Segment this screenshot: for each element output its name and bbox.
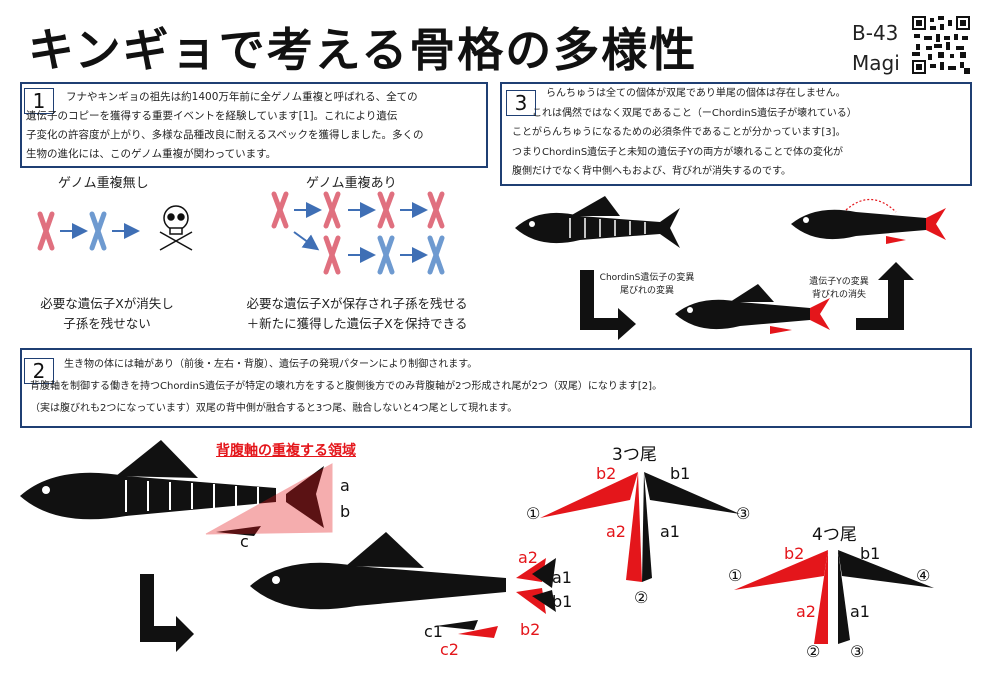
poster-title: キンギョで考える骨格の多様性 (28, 23, 698, 77)
three-a1: a1 (660, 522, 680, 541)
label-c1: c1 (424, 622, 443, 641)
three-a2: a2 (606, 522, 626, 541)
dup-title: ゲノム重複あり (306, 176, 397, 191)
three-n3: ③ (736, 504, 751, 523)
three-b1: b1 (670, 464, 691, 483)
section-2-text: 生き物の体には軸があり（前後・左右・背腹）、遺伝子の発現パターンにより制御されま… (30, 359, 663, 414)
three-n2: ② (634, 588, 649, 607)
section-3-box (500, 82, 972, 186)
four-n3: ③ (850, 642, 865, 661)
label-b1-left: b1 (552, 592, 573, 611)
poster-code-block: B-43 Magi (852, 18, 900, 78)
section-2-number: 2 (24, 358, 54, 384)
poster-code: B-43 (852, 21, 899, 45)
section-1-box (20, 82, 488, 168)
three-tail-figure (540, 472, 740, 582)
no-dup-title: ゲノム重複無し (58, 176, 149, 191)
four-n4: ④ (916, 566, 931, 585)
section-1-text: フナやキンギョの祖先は約1400万年前に全ゲノム重複と呼ばれる、全ての 遺伝子の… (26, 91, 424, 160)
dup-caption: 必要な遺伝子Xが保存され子孫を残せる ＋新たに獲得した遺伝子Xを保持できる (246, 296, 468, 331)
label-a: a (340, 476, 350, 495)
fish-twin-tail (250, 532, 556, 638)
four-tail-figure (734, 550, 934, 644)
qr-code-icon[interactable] (912, 16, 970, 74)
genome-diagram (37, 191, 445, 275)
section-3-text: らんちゅうは全ての個体が双尾であり単尾の個体は存在しません。 これは偶然ではなく… (512, 88, 857, 177)
overlap-label: 背腹軸の重複する領域 (216, 443, 356, 459)
section-1-number: 1 (24, 88, 54, 114)
no-dup-chromosomes (37, 211, 107, 251)
twin-tail-diagram (20, 440, 556, 652)
no-dup-caption: 必要な遺伝子Xが消失し 子孫を残せない (40, 296, 174, 331)
four-b1: b1 (860, 544, 881, 563)
label-b2-left: b2 (520, 620, 541, 639)
four-b2: b2 (784, 544, 805, 563)
three-b2: b2 (596, 464, 617, 483)
bent-arrow-left (580, 270, 636, 340)
four-a1: a1 (850, 602, 870, 621)
fish-middle (675, 284, 830, 334)
overlap-region (205, 463, 333, 535)
label-c: c (240, 532, 249, 551)
section-3-number: 3 (506, 90, 536, 116)
fish-top-right (791, 198, 946, 244)
mut1-caption: ChordinS遺伝子の変異 尾びれの変異 (599, 273, 695, 296)
skull-icon (159, 205, 193, 251)
mut2-caption: 遺伝子Yの変異 背びれの消失 (809, 277, 869, 300)
four-tail-title: 4つ尾 (812, 525, 857, 545)
label-b: b (340, 502, 351, 521)
ranchu-diagram (515, 196, 946, 340)
dup-chromosomes (271, 191, 445, 275)
label-c2: c2 (440, 640, 459, 659)
fish-normal (515, 196, 680, 248)
four-n2: ② (806, 642, 821, 661)
label-a2-left: a2 (518, 548, 538, 567)
three-tail-title: 3つ尾 (612, 445, 657, 465)
author-name: Magi (852, 51, 900, 75)
three-n1: ① (526, 504, 541, 523)
four-n1: ① (728, 566, 743, 585)
label-a1-left: a1 (552, 568, 572, 587)
four-a2: a2 (796, 602, 816, 621)
bent-arrow-right (856, 262, 914, 330)
section-2-box (20, 348, 972, 428)
bent-arrow-down-right (140, 574, 194, 652)
